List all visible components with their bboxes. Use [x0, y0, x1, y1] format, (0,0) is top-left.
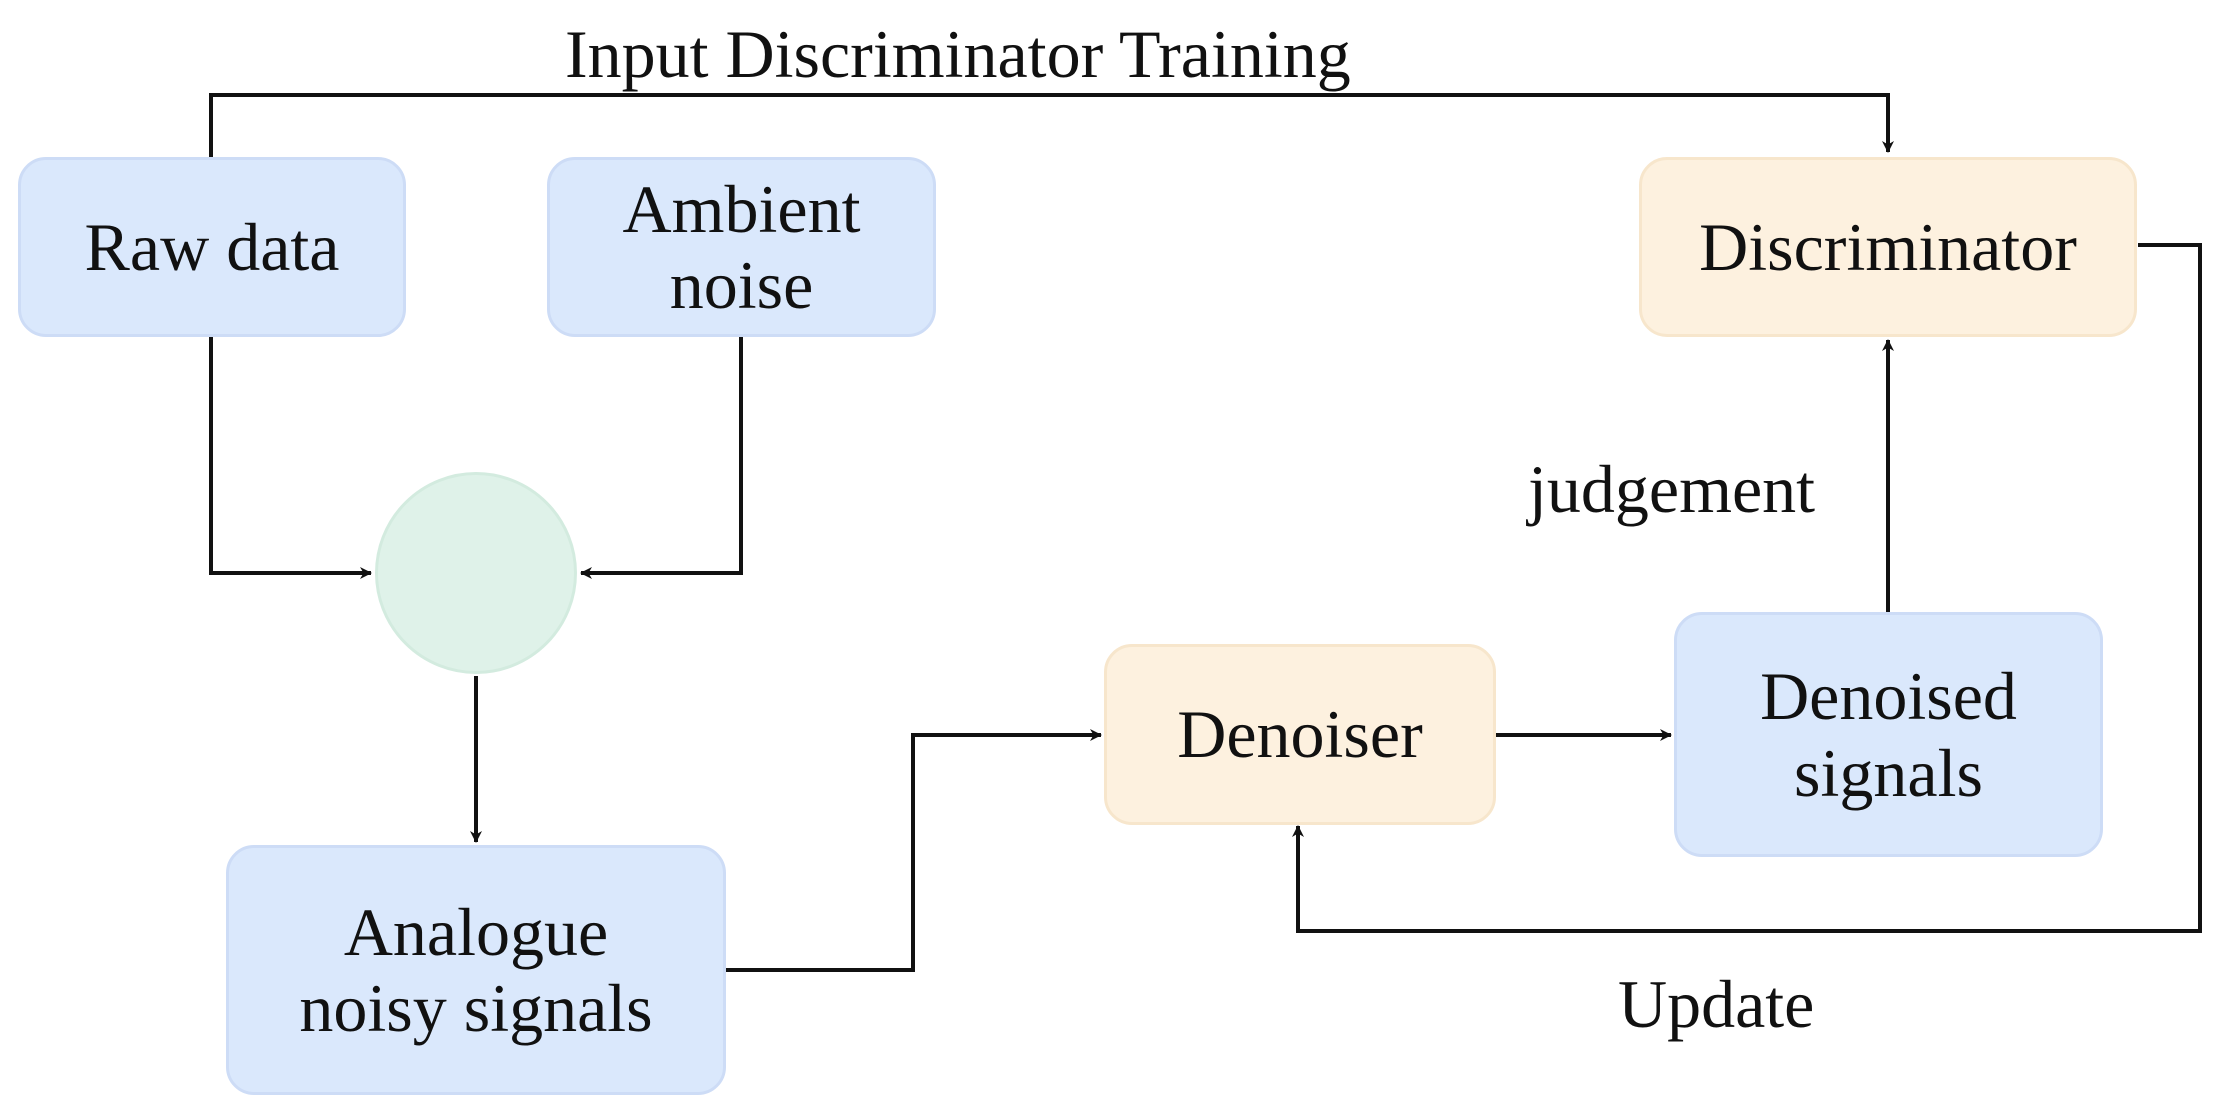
- arrow-raw-data-to-discriminator: [209, 93, 1894, 157]
- ambient-noise-label-line-2: noise: [669, 247, 814, 323]
- judgement-label: judgement: [1528, 451, 1816, 527]
- denoised-signals-label-line-2: signals: [1794, 734, 1983, 811]
- denoised-signals-label-line-1: Denoised: [1760, 658, 2017, 735]
- ambient-noise-node: Ambient noise: [547, 157, 936, 337]
- diagram-title: Input Discriminator Training: [565, 16, 1351, 92]
- ambient-noise-label-line-1: Ambient: [622, 170, 861, 247]
- analogue-noisy-signals-node: Analogue noisy signals: [226, 845, 726, 1095]
- denoised-signals-node: Denoised signals: [1674, 612, 2103, 857]
- raw-data-node: Raw data: [18, 157, 406, 337]
- summation-node: [375, 472, 577, 674]
- discriminator-node: Discriminator: [1639, 157, 2137, 337]
- denoiser-node: Denoiser: [1104, 644, 1496, 825]
- analogue-noisy-signals-label-line-1: Analogue: [343, 893, 609, 970]
- update-label: Update: [1618, 966, 1815, 1042]
- arrow-discriminator-to-denoiser: [1292, 243, 2202, 933]
- raw-data-label: Raw data: [84, 208, 340, 285]
- arrow-analogue-to-denoiser: [726, 729, 1102, 972]
- arrow-raw-data-to-summation: [209, 337, 372, 579]
- arrow-ambient-noise-to-summation: [580, 337, 743, 579]
- discriminator-label: Discriminator: [1699, 208, 2077, 285]
- denoiser-label: Denoiser: [1177, 696, 1423, 773]
- analogue-noisy-signals-label-line-2: noisy signals: [299, 970, 653, 1046]
